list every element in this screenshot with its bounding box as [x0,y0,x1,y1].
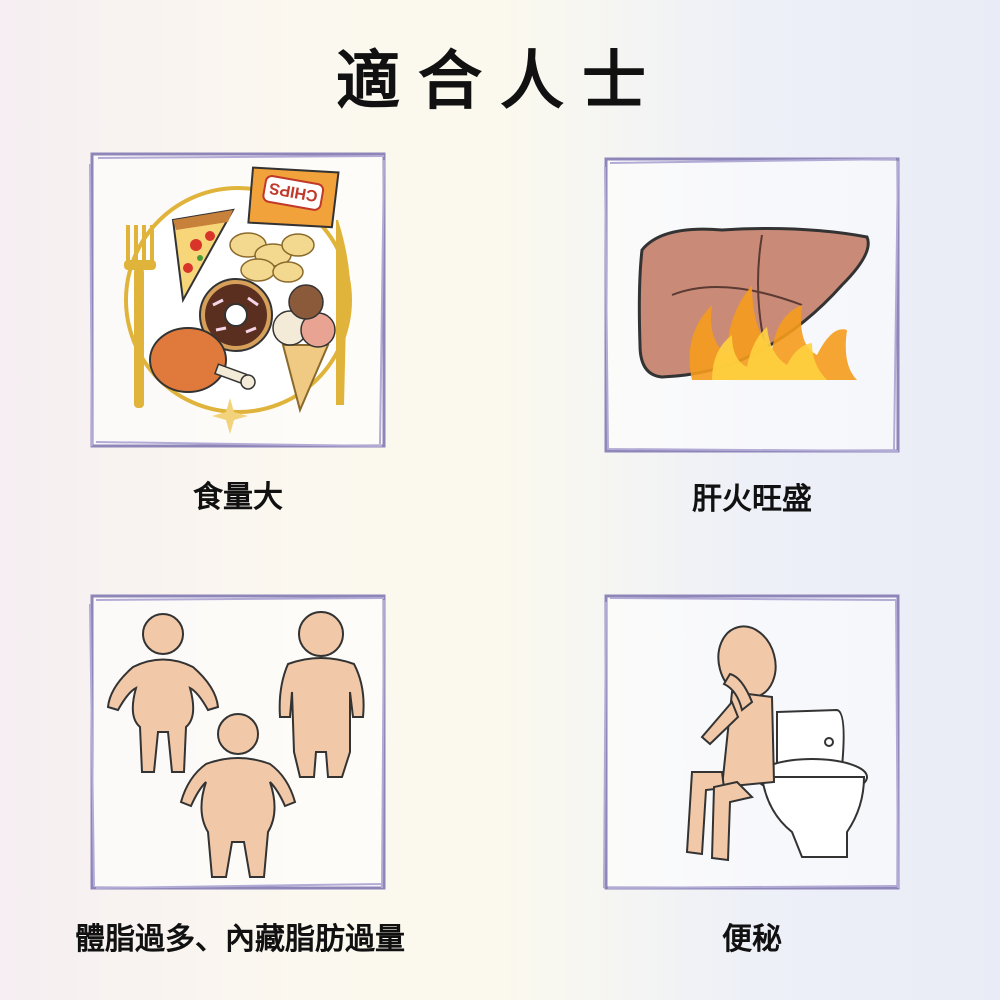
junk-food-plate-icon: CHIPS [124,166,352,434]
card-big-appetite: CHIPS [88,150,388,450]
page-title: 適合人士 [336,44,664,119]
card-liver-fire [602,155,902,455]
label-big-appetite: 食量大 [193,480,283,515]
burning-liver-icon [637,227,870,380]
label-liver-fire: 肝火旺盛 [692,482,812,517]
label-body-fat: 體脂過多、內藏脂肪過量 [75,922,405,957]
card-body-fat [88,592,388,892]
label-constipation: 便秘 [722,922,782,957]
person-on-toilet-icon [685,625,868,862]
card-constipation [602,592,902,892]
overweight-people-icon [106,611,365,878]
